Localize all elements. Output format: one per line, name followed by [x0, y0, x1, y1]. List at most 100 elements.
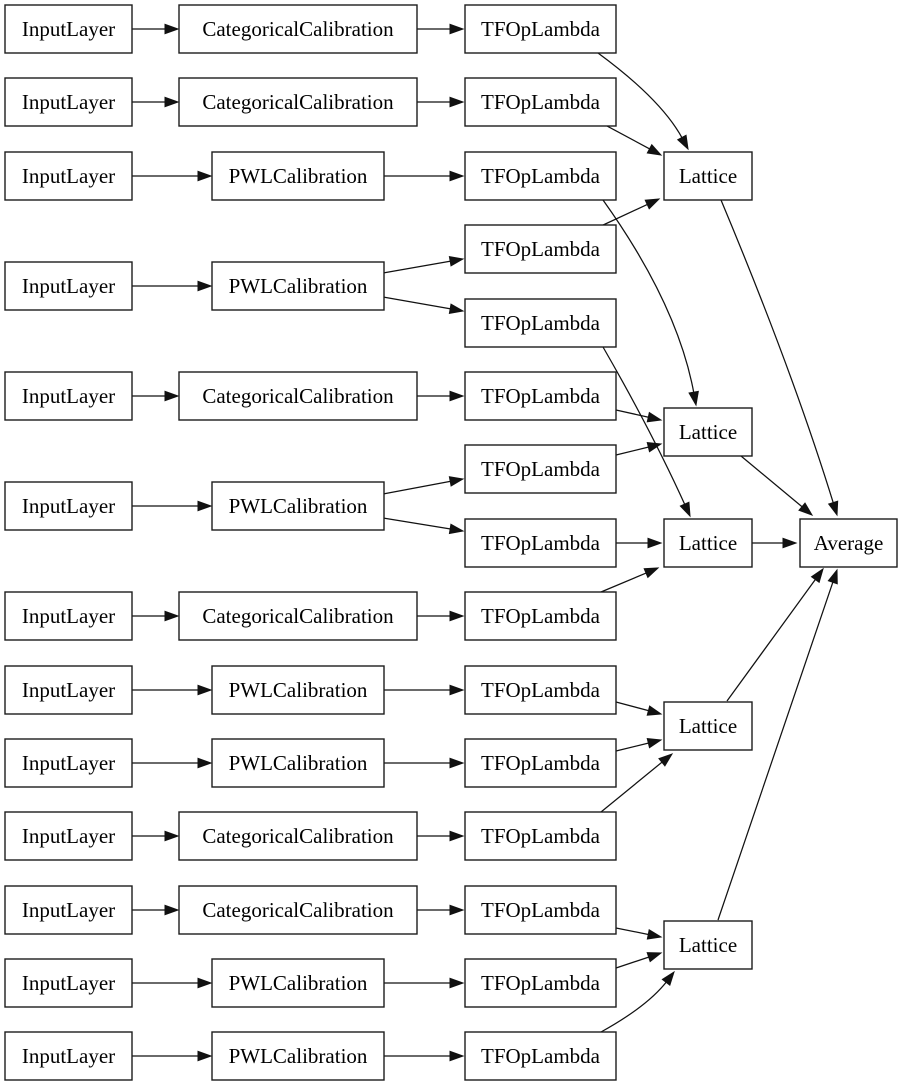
node-inputlayer-il1: InputLayer [4, 4, 133, 54]
edge-cal11-tf13 [417, 904, 465, 916]
node-box [211, 1031, 385, 1081]
arrowhead-icon [164, 96, 180, 108]
edge-line [600, 760, 664, 813]
node-label: TFOpLambda [481, 531, 601, 555]
node-box [4, 958, 133, 1008]
node-label: InputLayer [22, 17, 115, 41]
edge-lat4-avg [726, 567, 824, 702]
edge-line [600, 571, 649, 593]
node-label: PWLCalibration [229, 678, 368, 702]
node-tfoplambda-tf3: TFOpLambda [464, 151, 617, 201]
node-box [464, 811, 617, 861]
node-label: CategoricalCalibration [202, 898, 394, 922]
node-box [799, 518, 898, 568]
edge-lat5-avg [717, 568, 838, 921]
arrowhead-icon [448, 523, 465, 535]
node-label: InputLayer [22, 604, 115, 628]
node-box [211, 261, 385, 311]
node-pwlcalibration-cal12: PWLCalibration [211, 958, 385, 1008]
node-inputlayer-il12: InputLayer [4, 958, 133, 1008]
node-box [4, 261, 133, 311]
edge-tf13-lat5 [615, 927, 663, 940]
node-label: CategoricalCalibration [202, 90, 394, 114]
node-box [464, 885, 617, 935]
arrowhead-icon [197, 280, 213, 292]
node-tfoplambda-tf12: TFOpLambda [464, 811, 617, 861]
arrowhead-icon [658, 753, 674, 767]
node-box [464, 224, 617, 274]
node-label: Lattice [679, 714, 737, 738]
node-pwlcalibration-cal13: PWLCalibration [211, 1031, 385, 1081]
edge-line [740, 455, 804, 509]
node-label: PWLCalibration [229, 494, 368, 518]
arrowhead-icon [646, 705, 663, 716]
node-box [4, 151, 133, 201]
edge-layer [132, 23, 839, 1062]
edge-tf3-lat2 [602, 199, 699, 407]
arrowhead-icon [197, 684, 213, 696]
node-inputlayer-il8: InputLayer [4, 665, 133, 715]
node-label: TFOpLambda [481, 311, 601, 335]
node-label: InputLayer [22, 971, 115, 995]
node-label: TFOpLambda [481, 1044, 601, 1068]
edge-il12-cal12 [132, 977, 213, 989]
edge-lat3-avg [752, 537, 798, 549]
edge-tf1-lat1 [597, 52, 689, 151]
arrowhead-icon [646, 952, 663, 963]
node-lattice-lat1: Lattice [663, 151, 753, 201]
edge-line [606, 125, 652, 151]
arrowhead-icon [449, 684, 465, 696]
node-label: PWLCalibration [229, 751, 368, 775]
arrowhead-icon [449, 96, 465, 108]
node-label: Lattice [679, 164, 737, 188]
node-box [464, 591, 617, 641]
node-box [178, 77, 418, 127]
node-box [4, 1031, 133, 1081]
node-box [663, 701, 753, 751]
node-label: InputLayer [22, 751, 115, 775]
arrowhead-icon [643, 567, 660, 579]
node-label: CategoricalCalibration [202, 824, 394, 848]
node-inputlayer-il13: InputLayer [4, 1031, 133, 1081]
arrowhead-icon [647, 537, 663, 549]
node-label: InputLayer [22, 824, 115, 848]
node-layer: InputLayerInputLayerInputLayerInputLayer… [4, 4, 898, 1081]
node-inputlayer-il5: InputLayer [4, 371, 133, 421]
node-label: InputLayer [22, 164, 115, 188]
edge-line [615, 409, 651, 419]
arrowhead-icon [676, 134, 689, 151]
node-label: TFOpLambda [481, 457, 601, 481]
arrowhead-icon [164, 904, 180, 916]
node-label: PWLCalibration [229, 274, 368, 298]
edge-tf11-lat4 [615, 737, 663, 752]
node-label: InputLayer [22, 494, 115, 518]
node-label: CategoricalCalibration [202, 604, 394, 628]
node-label: TFOpLambda [481, 971, 601, 995]
node-tfoplambda-tf15: TFOpLambda [464, 1031, 617, 1081]
arrowhead-icon [449, 610, 465, 622]
edge-cal5-tf6 [417, 390, 465, 402]
node-box [178, 811, 418, 861]
node-label: TFOpLambda [481, 17, 601, 41]
node-categoricalcalibration-cal5: CategoricalCalibration [178, 371, 418, 421]
edge-il8-cal8 [132, 684, 213, 696]
arrowhead-icon [448, 255, 465, 267]
arrowhead-icon [448, 303, 465, 315]
node-label: TFOpLambda [481, 384, 601, 408]
node-inputlayer-il4: InputLayer [4, 261, 133, 311]
arrowhead-icon [798, 502, 814, 516]
node-box [4, 371, 133, 421]
node-inputlayer-il9: InputLayer [4, 738, 133, 788]
arrowhead-icon [449, 757, 465, 769]
node-categoricalcalibration-cal10: CategoricalCalibration [178, 811, 418, 861]
arrowhead-icon [449, 23, 465, 35]
node-label: TFOpLambda [481, 898, 601, 922]
node-box [4, 811, 133, 861]
edge-tf8-lat3 [616, 537, 663, 549]
edge-il3-cal3 [132, 170, 213, 182]
arrowhead-icon [661, 970, 675, 987]
node-inputlayer-il10: InputLayer [4, 811, 133, 861]
edge-line [382, 480, 453, 495]
node-box [4, 665, 133, 715]
node-lattice-lat4: Lattice [663, 701, 753, 751]
